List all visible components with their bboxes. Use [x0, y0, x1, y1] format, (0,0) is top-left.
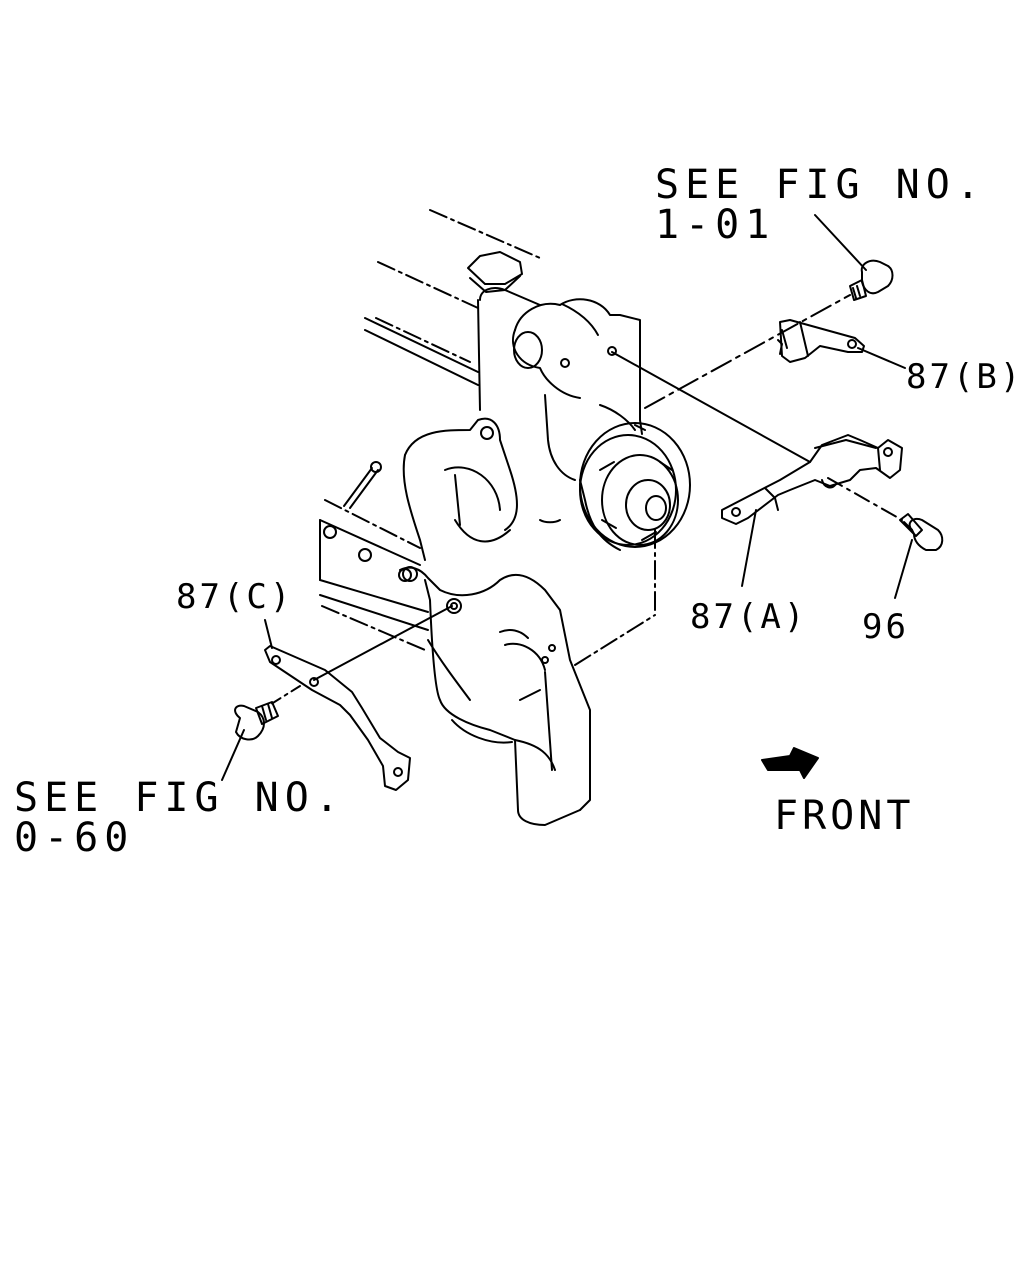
part-label-87a: 87(A) — [690, 597, 808, 637]
see-fig-top-line1: SEE FIG NO. — [655, 162, 986, 208]
assembly-lines — [267, 294, 903, 707]
bolt-bottom — [234, 701, 279, 741]
bracket-b-shape — [777, 319, 865, 363]
see-fig-bottom-line2: 0-60 — [14, 815, 135, 861]
front-arrow-icon — [761, 747, 819, 779]
bracket-a-shape — [721, 434, 903, 525]
bracket-c-shape — [264, 645, 411, 791]
engine-block — [319, 209, 691, 826]
bolt-96-shape — [899, 513, 944, 551]
see-fig-top-line2: 1-01 — [655, 202, 776, 248]
see-fig-bottom-line1: SEE FIG NO. — [14, 775, 345, 821]
bolt-top — [849, 259, 894, 301]
part-label-96: 96 — [862, 607, 909, 647]
part-label-87b: 87(B) — [906, 357, 1024, 397]
leader-lines — [221, 214, 913, 781]
front-label: FRONT — [774, 793, 915, 839]
part-label-87c: 87(C) — [176, 577, 294, 617]
